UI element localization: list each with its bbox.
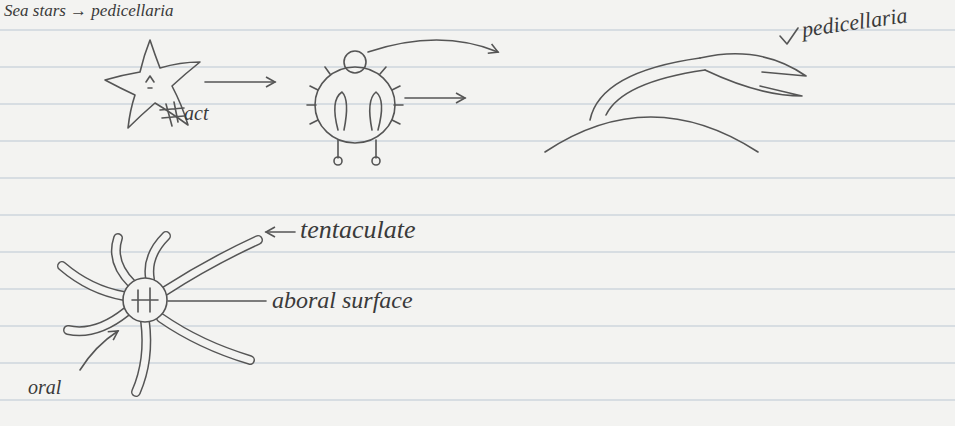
body <box>315 67 395 143</box>
heading-note: Sea stars → pedicellaria <box>4 2 174 21</box>
body-surface <box>545 117 758 152</box>
foot <box>372 157 380 165</box>
part-label: pedicellaria <box>800 3 909 42</box>
ruled-lines <box>0 30 955 400</box>
leader-line <box>168 300 266 302</box>
pedicellaria-stalk <box>590 58 705 120</box>
arrow <box>405 97 465 99</box>
arrow <box>205 81 275 83</box>
part-label: aboral surface <box>272 287 413 313</box>
part-label: act <box>184 102 208 124</box>
inner-loops <box>335 92 382 130</box>
foot <box>334 157 342 165</box>
cross-mark <box>160 102 184 126</box>
arrow <box>266 231 295 233</box>
knob <box>344 51 366 73</box>
curved-arrow <box>80 331 118 370</box>
curved-arrow <box>368 40 498 52</box>
tentaculate-star <box>62 236 258 392</box>
pedicellaria-jaws <box>700 54 806 96</box>
check-mark <box>780 28 798 44</box>
part-label: oral <box>28 376 61 398</box>
legs <box>338 140 376 158</box>
spines <box>307 67 403 124</box>
part-label: tentaculate <box>300 216 416 245</box>
face <box>146 76 154 88</box>
